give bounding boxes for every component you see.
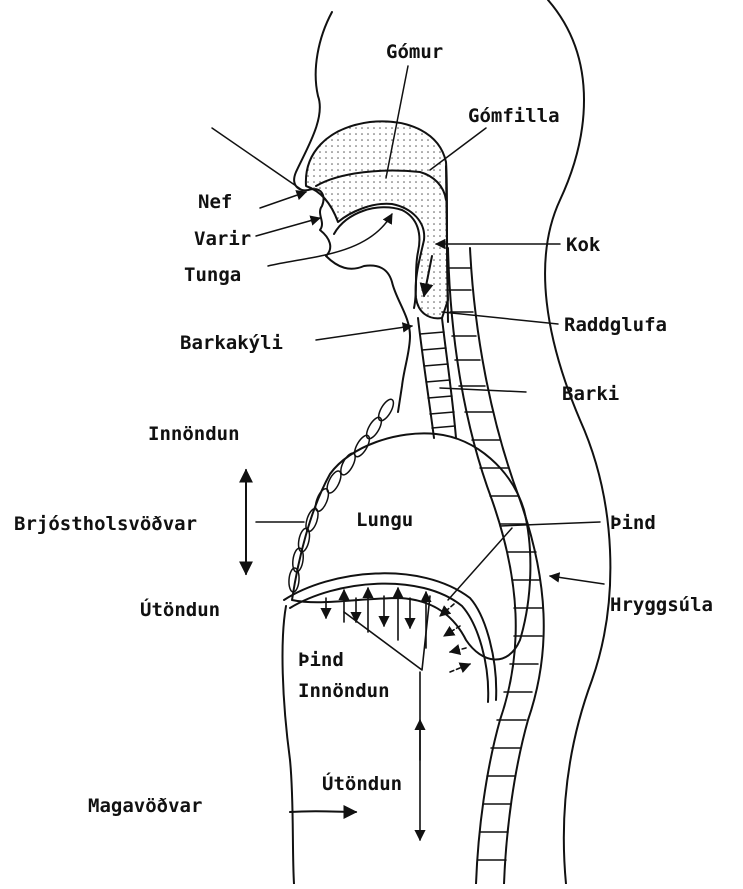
label-pind-right: Þind <box>610 512 656 534</box>
label-hryggsula: Hryggsúla <box>610 594 713 616</box>
label-inondun-top: Innöndun <box>148 423 240 445</box>
label-brjostholsvodvar: Brjóstholsvöðvar <box>14 513 197 535</box>
label-gomfilla: Gómfilla <box>468 105 560 127</box>
label-pind-center: Þind <box>298 649 344 671</box>
diaphragm-movement <box>326 588 470 840</box>
rib-chain <box>288 397 396 592</box>
label-lungu: Lungu <box>356 509 413 531</box>
label-gomur: Gómur <box>386 41 443 63</box>
spine-back <box>470 248 544 884</box>
label-utondun-left: Útöndun <box>140 597 220 621</box>
label-barkakyli: Barkakýli <box>180 332 283 354</box>
label-inondun-center: Innöndun <box>298 680 390 702</box>
tongue-shape <box>334 207 419 308</box>
label-raddglufa: Raddglufa <box>564 314 667 336</box>
spine-front <box>448 248 516 884</box>
label-varir: Varir <box>194 228 251 250</box>
abdomen-front <box>283 606 294 884</box>
back-outline <box>545 0 610 884</box>
label-magavodvar: Magavöðvar <box>88 795 202 817</box>
abdomen-arrow <box>290 811 356 812</box>
palate-region <box>306 121 448 318</box>
label-kok: Kok <box>566 234 601 256</box>
trachea <box>418 318 456 438</box>
vertebrae <box>448 268 542 860</box>
label-utondun-bottom: Útöndun <box>322 771 402 795</box>
label-tunga: Tunga <box>184 264 241 286</box>
label-barki: Barki <box>562 383 619 405</box>
label-nef: Nef <box>198 191 232 213</box>
